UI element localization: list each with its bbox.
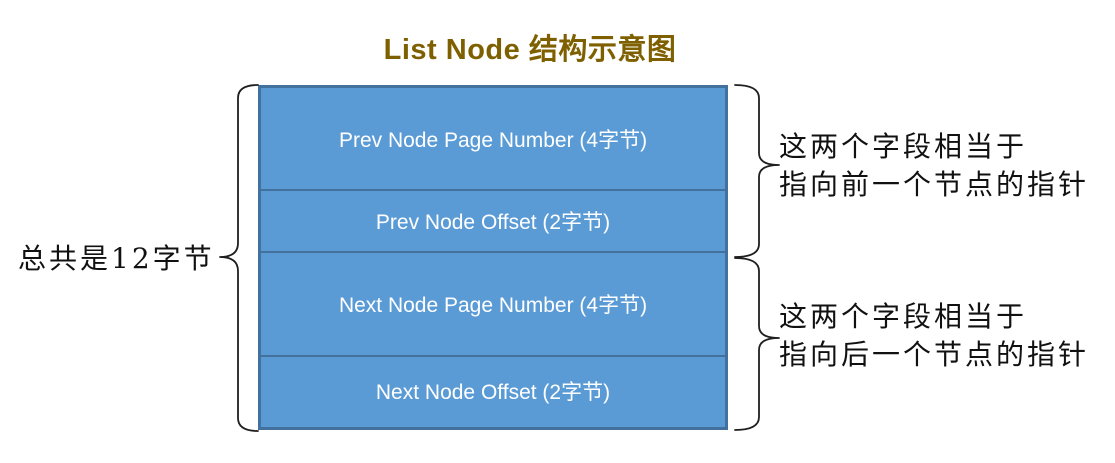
diagram-title: List Node 结构示意图 [383,34,677,66]
annotation-line: 这两个字段相当于 [779,130,1028,163]
field-label: Prev Node Page Number (4字节) [338,128,648,152]
left-total-brace-icon [219,84,259,432]
field-label: Prev Node Offset (2字节) [375,211,611,234]
right-next-fields-brace-icon [734,257,780,431]
field-next-node-page-number: Next Node Page Number (4字节) [261,251,725,355]
total-bytes-label: 总共是12字节 [18,242,215,275]
field-prev-node-page-number: Prev Node Page Number (4字节) [261,88,725,189]
list-node-structure-box: Prev Node Page Number (4字节) Prev Node Of… [258,85,728,430]
field-prev-node-offset: Prev Node Offset (2字节) [261,189,725,251]
next-pointer-annotation: 这两个字段相当于 指向后一个节点的指针 [779,298,1089,374]
field-label: Next Node Page Number (4字节) [338,294,648,317]
right-prev-fields-brace-icon [734,84,780,258]
field-next-node-offset: Next Node Offset (2字节) [261,355,725,425]
prev-pointer-annotation: 这两个字段相当于 指向前一个节点的指针 [779,128,1089,204]
field-label: Next Node Offset (2字节) [375,381,611,404]
annotation-line: 这两个字段相当于 [779,300,1028,333]
annotation-line: 指向前一个节点的指针 [779,168,1090,201]
annotation-line: 指向后一个节点的指针 [779,338,1090,371]
